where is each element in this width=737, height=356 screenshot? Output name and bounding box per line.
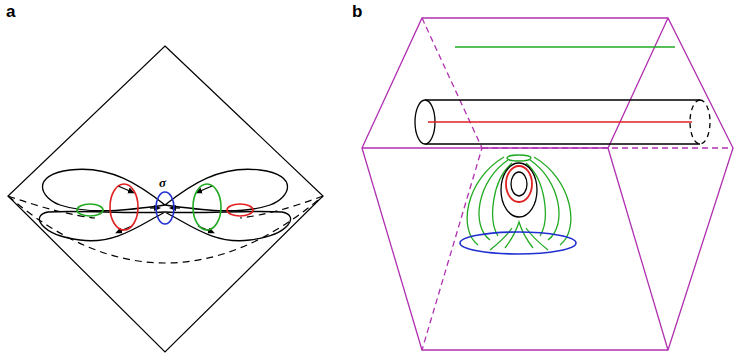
green-contour [490,222,548,250]
panel-label: a [6,3,15,20]
blue-cycle [156,192,174,224]
cycles [77,184,253,230]
flow-lines [39,169,290,241]
red-cycle [110,184,138,230]
blue-cycle [460,232,576,254]
handle [460,155,576,254]
cylinder [415,47,710,144]
flow-loop [39,211,165,240]
green-contour [493,163,546,236]
red-cycle [506,166,532,202]
symbol-label: σ [158,176,167,189]
red-cycle [227,204,253,216]
cube [362,18,733,350]
green-cycle [77,204,103,216]
panel-label: b [352,3,362,20]
green-contour [507,155,531,161]
handle-hole [511,172,527,196]
handle-outer [501,163,537,217]
penrose-diagram [8,46,323,352]
green-contour [479,160,559,240]
red-line [428,121,692,122]
green-line [455,46,675,47]
cube-hidden-edge [482,147,733,148]
cube-edge [608,148,668,350]
diamond-outline [8,46,323,352]
cube-outline [362,18,733,350]
flow-loop [165,211,291,240]
green-cycle [193,184,221,230]
dashed-horizon [8,196,323,263]
cylinder-side [425,100,700,144]
cube-edge [362,18,668,148]
flow-loop [43,169,166,211]
cylinder-end [700,100,710,144]
cube-hidden-edge [422,18,482,350]
flow-loop [165,169,288,211]
